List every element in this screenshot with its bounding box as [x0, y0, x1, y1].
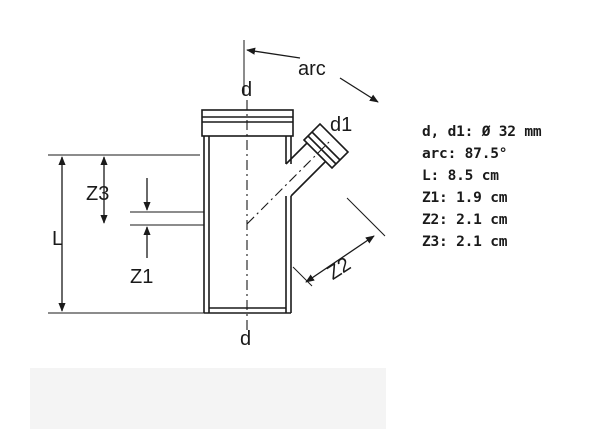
- d-bottom-label: d: [240, 328, 251, 350]
- arc-label: arc: [298, 58, 326, 80]
- branch-pipe: [285, 122, 350, 197]
- z2-dimension-line: [305, 235, 375, 283]
- center-lines: [246, 100, 331, 330]
- dimension-arrows: [58, 47, 379, 312]
- spec-z1: Z1: 1.9 cm: [422, 190, 508, 206]
- spec-diameter: d, d1: Ø 32 mm: [422, 124, 542, 140]
- arc-arrow-start: [246, 47, 301, 59]
- d-top-label: d: [241, 79, 252, 101]
- extension-lines: [48, 40, 386, 314]
- spec-z2: Z2: 2.1 cm: [422, 212, 508, 228]
- z3-label: Z3: [86, 183, 109, 205]
- arc-arrow-end: [339, 77, 379, 103]
- bottom-shadow-band: [30, 368, 386, 429]
- l-label: L: [52, 228, 63, 250]
- spec-list: d, d1: Ø 32 mm arc: 87.5° L: 8.5 cm Z1: …: [422, 121, 542, 253]
- z1-label: Z1: [130, 266, 153, 288]
- z2-label: Z2: [323, 253, 355, 284]
- d1-label: d1: [330, 114, 352, 136]
- spec-length: L: 8.5 cm: [422, 168, 499, 184]
- spec-arc: arc: 87.5°: [422, 146, 508, 162]
- spec-z3: Z3: 2.1 cm: [422, 234, 508, 250]
